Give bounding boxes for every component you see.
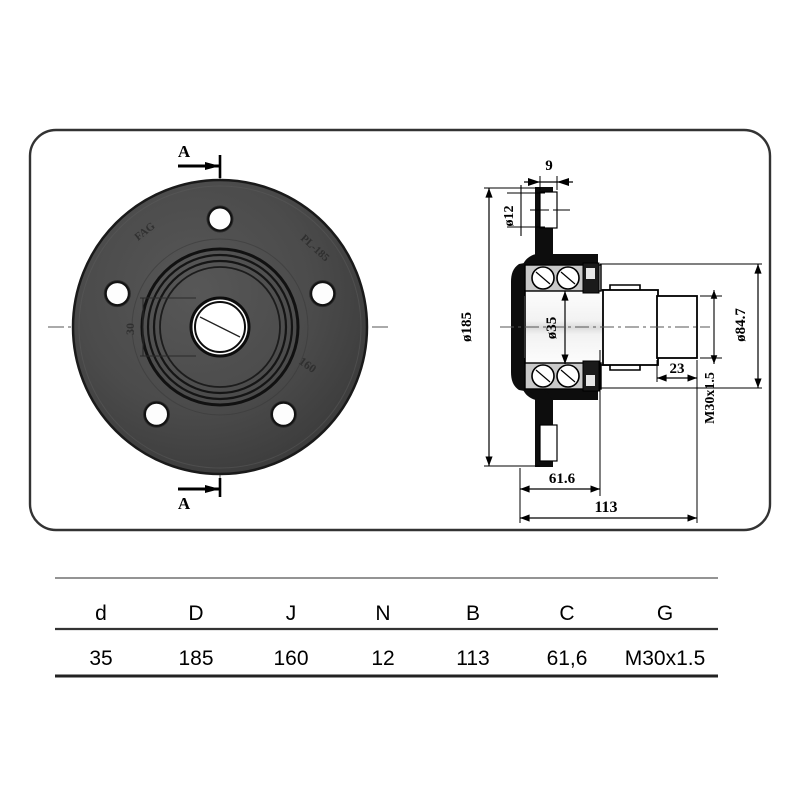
ball-hatch-u1	[535, 271, 551, 285]
seal-lip-upper	[586, 268, 595, 279]
section-marker-top: A	[178, 142, 222, 178]
dimension-thread	[700, 290, 722, 364]
dimension-bolt-hole-diameter	[507, 185, 570, 236]
bolt-hole-bore	[271, 401, 296, 427]
hub-ring-shadow	[131, 238, 309, 416]
seal-lip-lower	[586, 375, 595, 386]
bore-dimension-label: 30	[123, 323, 137, 335]
flange-edge-highlight	[78, 185, 362, 469]
table-cell-J: 160	[273, 647, 308, 670]
bearing-row-lower	[524, 360, 602, 392]
bolt-hole-bore	[310, 281, 336, 307]
bolt-hole-group	[103, 205, 337, 428]
bolt-hole	[103, 280, 131, 308]
table-cell-B: 113	[456, 647, 489, 670]
bore-dimension-bracket	[140, 297, 196, 357]
table-header-D: D	[188, 602, 203, 625]
dimension-label-bolt-hole-diameter: ø12	[502, 206, 517, 227]
bolt-hole	[309, 280, 337, 308]
table-cell-D: 185	[178, 647, 213, 670]
table-header-N: N	[375, 602, 390, 625]
dimension-label-flange-offset: 61.6	[549, 471, 576, 487]
hub-ring-1	[140, 247, 300, 407]
ball-hatch-l1	[535, 369, 551, 383]
hub-cast-outline	[511, 188, 552, 466]
drawing-frame	[28, 128, 772, 532]
flange-front-view: FAG PL-185 160 30 A A	[48, 142, 392, 513]
dimension-total-length	[519, 360, 698, 523]
ball-hatch-l2	[560, 369, 576, 383]
arrow-9-right	[557, 178, 569, 186]
table-header-G: G	[657, 602, 673, 625]
hub-ring-2	[146, 253, 294, 401]
dimension-pilot-diameter	[600, 263, 762, 389]
table-header-B: B	[466, 602, 480, 625]
arrow-9-left	[528, 178, 540, 186]
table-cell-N: 12	[371, 647, 394, 670]
bolt-hole	[270, 400, 297, 428]
bolt-hole-bore	[104, 281, 130, 307]
section-arrow-bottom	[205, 485, 220, 493]
dimension-label-thread-length: 23	[670, 361, 685, 377]
dimension-table: d D J N B C G 35 185 160 12 113 61,6 M30…	[55, 577, 718, 678]
dimension-label-total-length: 113	[594, 499, 617, 516]
table-header-J: J	[286, 602, 297, 625]
bolt-hole-lower-section	[539, 424, 558, 462]
dimension-outer-diameter	[484, 187, 540, 467]
table-cell-G: M30x1.5	[625, 647, 706, 670]
dimension-label-flange-thickness: 9	[545, 158, 553, 174]
table-header-d: d	[95, 602, 107, 625]
dimension-label-pilot-diameter: ø84.7	[733, 308, 749, 342]
bore-spline-mark	[199, 316, 241, 338]
table-row: 35 185 160 12 113 61,6 M30x1.5	[89, 647, 705, 670]
bolt-hole-bore	[144, 401, 169, 427]
bearing-row-upper	[524, 262, 602, 294]
bolt-hole	[143, 400, 170, 428]
table-header-C: C	[559, 602, 574, 625]
dimension-flange-thickness	[524, 176, 573, 190]
ball-hatch-u2	[560, 271, 576, 285]
frame-border	[28, 128, 772, 532]
hub-concentric-rings	[131, 238, 309, 416]
section-label-bottom: A	[178, 494, 191, 513]
hub-ring-3	[152, 259, 288, 395]
hub-ring-4	[159, 266, 281, 388]
table-header-row: d D J N B C G	[95, 602, 673, 625]
section-marker-bottom: A	[178, 478, 222, 513]
table-cell-C: 61,6	[547, 647, 588, 670]
section-label-top: A	[178, 142, 191, 161]
section-a-a-view: ø185 9 ø12 ø35	[459, 158, 762, 523]
dimension-label-outer-diameter: ø185	[459, 312, 475, 342]
bolt-hole	[206, 205, 234, 233]
dimension-label-thread: M30x1.5	[703, 372, 718, 424]
hub-outer-profile	[511, 188, 552, 466]
section-arrow-top	[205, 162, 220, 170]
dimension-label-bore: ø35	[544, 317, 560, 340]
table-cell-d: 35	[89, 647, 112, 670]
bolt-hole-bore	[207, 206, 233, 232]
